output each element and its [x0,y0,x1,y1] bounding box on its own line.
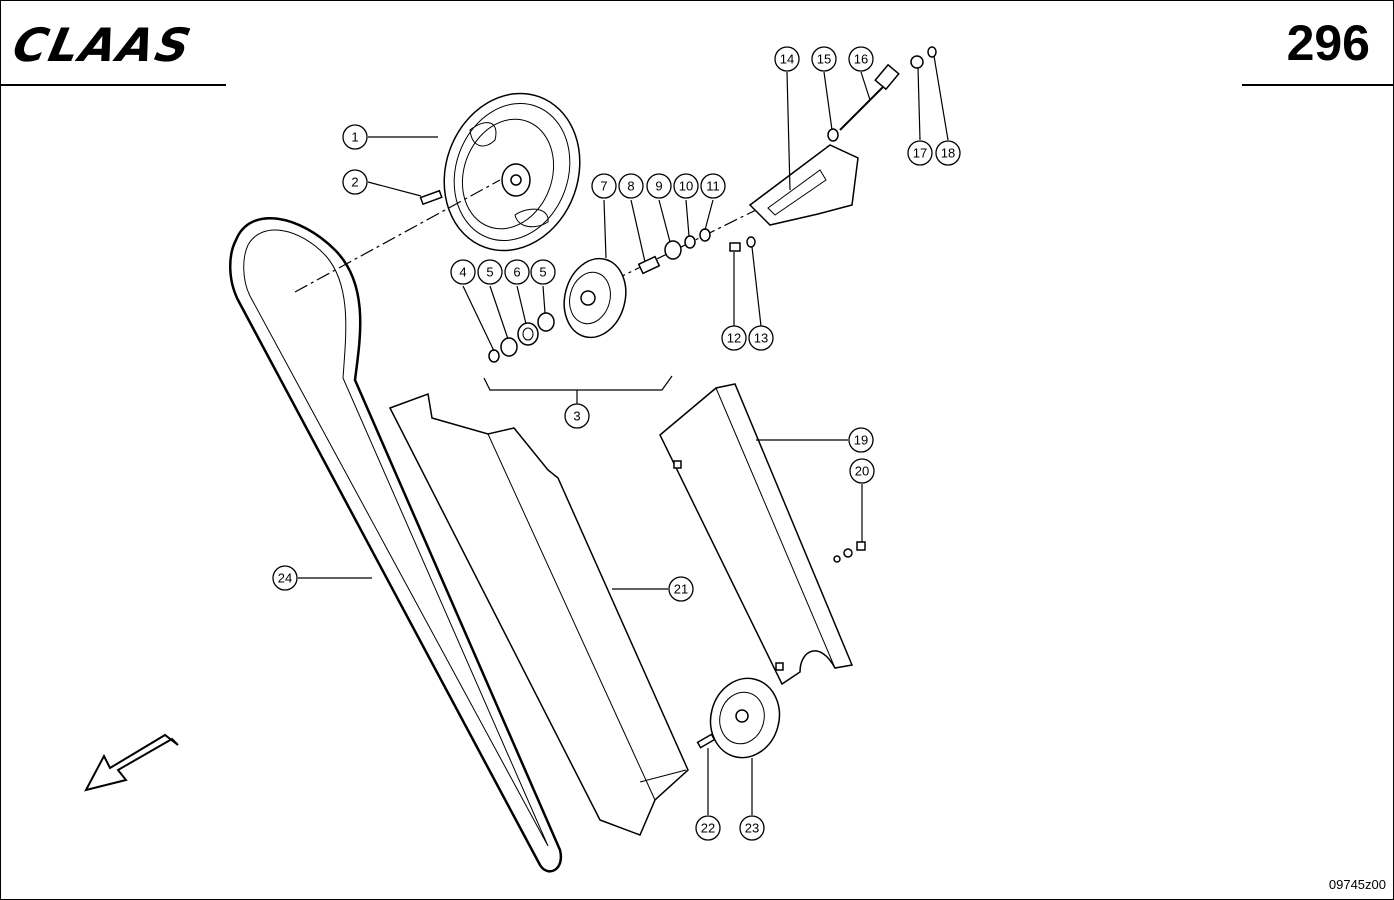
drawing-code: 09745z00 [1328,877,1386,892]
nut-part-18 [927,46,937,58]
svg-text:11: 11 [706,179,720,194]
callout-13: 13 [748,325,774,351]
svg-text:2: 2 [351,175,358,190]
svg-text:22: 22 [701,821,715,836]
svg-text:3: 3 [573,409,580,424]
callout-3: 3 [564,403,590,429]
nut-part-11 [699,228,711,242]
svg-text:14: 14 [780,52,794,67]
washer-part-10 [684,235,696,249]
small-pulley-part-23 [709,677,781,759]
callout-14: 14 [774,46,800,72]
callout-2: 2 [342,169,368,195]
svg-text:10: 10 [679,179,693,194]
washer-part-13 [746,236,756,248]
callout-24: 24 [272,565,298,591]
bolt-part-12 [729,242,741,252]
svg-text:6: 6 [513,265,520,280]
washer-part-9 [664,240,682,260]
pulley-part-7 [563,257,627,339]
callout-12: 12 [721,325,747,351]
callout-7: 7 [591,173,617,199]
svg-text:8: 8 [627,179,634,194]
svg-text:7: 7 [600,179,607,194]
svg-text:13: 13 [754,331,768,346]
callout-15: 15 [811,46,837,72]
ring-part-5a [500,337,518,357]
svg-text:5: 5 [486,265,493,280]
svg-text:15: 15 [817,52,831,67]
bracket-part-14 [748,144,859,226]
nut-part-15 [827,128,839,142]
key-pin-part-2 [419,189,443,206]
callout-21: 21 [668,576,694,602]
svg-text:12: 12 [727,331,741,346]
callout-17: 17 [907,140,933,166]
callout-1: 1 [342,124,368,150]
large-pulley-part-1 [443,92,581,252]
svg-text:24: 24 [278,571,292,586]
svg-text:21: 21 [674,582,688,597]
guard-plate-part-19 [659,383,854,686]
callout-19: 19 [848,427,874,453]
svg-text:18: 18 [941,146,955,161]
pin-part-22 [696,733,716,749]
ring-part-4 [488,349,500,363]
page-number-rule [1242,84,1394,86]
direction-arrow-icon [84,733,179,792]
logo-rule [0,84,226,86]
callout-18: 18 [935,140,961,166]
svg-text:1: 1 [351,130,358,145]
callout-9: 9 [646,173,672,199]
screw-part-20 [833,541,866,563]
callout-8: 8 [618,173,644,199]
svg-text:19: 19 [854,433,868,448]
callout-5a: 5 [477,259,503,285]
callout-16: 16 [848,46,874,72]
svg-text:16: 16 [854,52,868,67]
callout-23: 23 [739,815,765,841]
belt-part-24 [229,216,563,873]
svg-text:17: 17 [913,146,927,161]
bolt-part-8 [637,255,661,275]
svg-text:9: 9 [655,179,662,194]
callout-6: 6 [504,259,530,285]
bearing-part-6 [517,322,539,346]
svg-text:5: 5 [539,265,546,280]
callout-11: 11 [700,173,726,199]
svg-text:23: 23 [745,821,759,836]
callout-5b: 5 [530,259,556,285]
page-number: 296 [1286,15,1370,71]
leader-lines [298,55,949,815]
callout-22: 22 [695,815,721,841]
screw-part-16 [839,63,900,131]
svg-text:20: 20 [855,464,869,479]
callout-20: 20 [849,458,875,484]
callout-10: 10 [673,173,699,199]
ring-part-5b [537,312,555,332]
washer-part-17 [910,55,924,69]
svg-text:4: 4 [459,265,466,280]
callout-4: 4 [450,259,476,285]
cover-part-21 [388,392,689,836]
